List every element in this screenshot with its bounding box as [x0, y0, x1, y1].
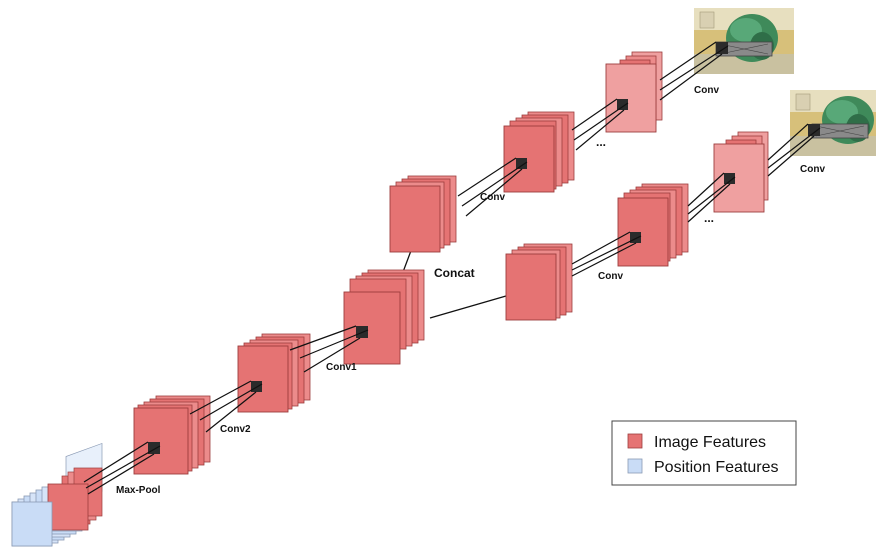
ellipsis-lower: ... [704, 211, 714, 225]
input-image-features-stack [11, 467, 103, 547]
upper-branch-block-2 [503, 111, 575, 193]
input-photo-top [693, 7, 795, 75]
conv1-block [343, 269, 425, 365]
legend: Image Features Position Features [611, 420, 797, 486]
legend-swatch-image-features [627, 433, 643, 449]
input-photo-bottom [789, 89, 876, 157]
lower-branch-block-2 [617, 183, 689, 267]
label-conv2: Conv2 [220, 424, 251, 435]
ellipsis-upper: ... [596, 135, 606, 149]
label-conv-lower-top: Conv [800, 164, 825, 175]
kernel-square-lower-3 [724, 173, 735, 184]
legend-swatch-position-features [627, 458, 643, 474]
lower-branch-block-1 [505, 243, 573, 321]
kernel-square-lower-2 [630, 232, 641, 243]
label-conv-upper-mid: Conv [480, 192, 505, 203]
label-conv-lower-mid: Conv [598, 271, 623, 282]
kernel-square-upper-2 [516, 158, 527, 169]
label-conv-upper-top: Conv [694, 85, 719, 96]
conv2-block [237, 333, 311, 413]
legend-label-position-features: Position Features [654, 459, 779, 476]
kernel-square-upper-3 [617, 99, 628, 110]
lower-branch-block-3 [713, 131, 769, 213]
upper-branch-block-1 [389, 175, 457, 253]
legend-label-image-features: Image Features [654, 434, 766, 451]
upper-branch-block-3 [605, 51, 663, 133]
label-concat: Concat [434, 266, 475, 280]
label-conv1: Conv1 [326, 362, 357, 373]
label-max-pool: Max-Pool [116, 485, 161, 496]
maxpool-block [133, 395, 211, 475]
edge-conv1-concat-lower [429, 295, 507, 319]
